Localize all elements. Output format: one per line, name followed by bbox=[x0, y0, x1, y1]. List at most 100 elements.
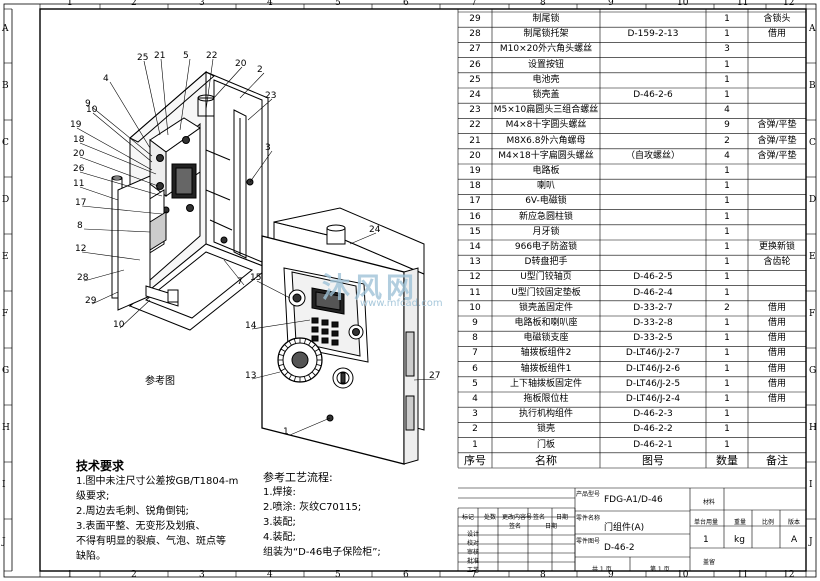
bom-cell-remark bbox=[748, 179, 806, 194]
bom-cell-no: 7 bbox=[472, 348, 478, 359]
bom-cell-no: 8 bbox=[472, 333, 478, 344]
bom-cell-remark bbox=[748, 270, 806, 285]
bom-cell-qty: 4 bbox=[724, 105, 730, 116]
bom-cell-drawing: D-46-2-2 bbox=[633, 424, 673, 435]
bom-cell-qty: 1 bbox=[724, 74, 730, 85]
bom-cell-name: 电路板和喇叭座 bbox=[514, 318, 578, 328]
bom-cell-drawing: D-LT46/J-2-7 bbox=[625, 348, 681, 359]
tb-version-label: 版本 bbox=[788, 519, 801, 526]
tb-left-label: 设计 bbox=[467, 531, 480, 538]
bom-cell-name: 电路板 bbox=[532, 166, 560, 176]
column-label: 3 bbox=[199, 570, 205, 580]
bom-cell-drawing bbox=[600, 58, 706, 73]
bom-cell-no: 5 bbox=[472, 378, 478, 389]
process-item: 4.装配; bbox=[263, 532, 296, 543]
bom-cell-qty: 1 bbox=[724, 257, 730, 268]
row-label: J bbox=[2, 537, 6, 547]
tb-left-label: 批准 bbox=[467, 558, 480, 565]
tech-requirements-title: 技术要求 bbox=[76, 459, 125, 473]
leader-lines bbox=[76, 58, 437, 436]
outer-border bbox=[3, 3, 817, 578]
bom-cell-remark bbox=[748, 407, 806, 422]
bom-cell-drawing bbox=[600, 134, 706, 149]
bom-cell-drawing bbox=[600, 225, 706, 240]
dial-tooth bbox=[311, 344, 316, 349]
leader-line bbox=[413, 378, 437, 381]
tech-item: 缺陷。 bbox=[76, 551, 106, 562]
leader-line bbox=[81, 251, 141, 261]
dial-tooth bbox=[293, 376, 296, 382]
watermark-url: www.mfcad.com bbox=[360, 298, 443, 309]
row-label: B bbox=[2, 81, 9, 91]
row-label: D bbox=[2, 195, 10, 205]
callout-number: 19 bbox=[70, 120, 82, 130]
tb-row-label: 处数 bbox=[484, 514, 497, 521]
bom-cell-qty: 1 bbox=[724, 166, 730, 176]
bom-cell-no: 20 bbox=[469, 150, 481, 161]
bom-cell-qty: 1 bbox=[724, 378, 730, 389]
bom-cell-remark: 借用 bbox=[767, 394, 786, 404]
tb-left-label: 审核 bbox=[467, 549, 480, 556]
column-label: 9 bbox=[608, 0, 614, 8]
leader-line bbox=[239, 72, 265, 99]
bom-cell-remark bbox=[748, 73, 806, 88]
bom-header-no: 序号 bbox=[464, 453, 486, 467]
bom-cell-no: 2 bbox=[472, 424, 478, 435]
bom-grid bbox=[457, 9, 807, 469]
leader-line bbox=[81, 205, 163, 215]
bom-cell-no: 24 bbox=[469, 90, 481, 100]
bom-cell-remark bbox=[748, 286, 806, 301]
bom-cell-drawing bbox=[600, 210, 706, 225]
tb-material-label: 材料 bbox=[703, 499, 716, 506]
leader-line bbox=[143, 60, 161, 136]
tb-left-label: 工艺 bbox=[467, 567, 480, 574]
callout-number: 15 bbox=[250, 273, 261, 283]
bom-cell-no: 23 bbox=[469, 105, 481, 116]
row-label: I bbox=[809, 480, 813, 490]
dial-tooth bbox=[316, 353, 322, 356]
callout-number: 22 bbox=[206, 51, 217, 61]
bom-cell-name: D转盘把手 bbox=[524, 257, 568, 268]
bom-cell-no: 27 bbox=[469, 44, 481, 55]
leader-line bbox=[79, 171, 163, 197]
bom-cell-name: M4×8十字圆头螺丝 bbox=[505, 120, 587, 131]
tb-unit-qty: 1 bbox=[703, 535, 709, 545]
dial-tooth bbox=[288, 374, 292, 380]
column-label: 5 bbox=[335, 570, 341, 580]
tb-remark-label: 盖留 bbox=[703, 559, 716, 566]
tech-requirements: 技术要求 1.图中未注尺寸公差按GB/T1804-m 级要求; 2.周边去毛刺、… bbox=[76, 459, 264, 564]
callout-number: 18 bbox=[73, 135, 85, 145]
process-item: 组装为“D-46电子保险柜”; bbox=[263, 547, 381, 558]
column-label: 1 bbox=[67, 570, 73, 580]
dial-tooth bbox=[314, 368, 320, 372]
process-item: 1.焊接: bbox=[263, 487, 296, 498]
tb-weight-unit: kg bbox=[734, 535, 745, 545]
bom-header-qty: 数量 bbox=[716, 453, 738, 467]
dial-tooth bbox=[293, 338, 296, 344]
bom-cell-no: 25 bbox=[469, 74, 481, 85]
dial-tooth bbox=[280, 368, 286, 372]
bom-cell-qty: 9 bbox=[724, 120, 730, 131]
bom-cell-name: 喇叭 bbox=[536, 181, 555, 192]
bom-cell-no: 16 bbox=[469, 211, 481, 222]
tb-weight-label: 重量 bbox=[734, 519, 747, 526]
tb-scale-label: 比例 bbox=[762, 519, 775, 526]
bom-cell-drawing: D-46-2-1 bbox=[633, 439, 673, 450]
bom-cell-qty: 1 bbox=[724, 242, 730, 252]
column-label: 3 bbox=[199, 0, 205, 8]
bom-cell-qty: 2 bbox=[724, 135, 730, 146]
tb-row-label: 标记 bbox=[462, 514, 475, 521]
bom-cell-no: 6 bbox=[472, 363, 478, 374]
bom-cell-name: 制尾锁 bbox=[532, 14, 560, 24]
leader-line bbox=[91, 106, 153, 157]
dial-tooth bbox=[308, 340, 312, 346]
leader-line bbox=[256, 280, 291, 299]
bom-cell-name: 月牙锁 bbox=[532, 226, 560, 237]
bom-cell-remark: 含弹/平垫 bbox=[757, 150, 797, 161]
tb-part-name-label: 零件名称 bbox=[576, 515, 601, 522]
bom-cell-drawing bbox=[600, 164, 706, 179]
bom-cell-name: 966电子防盗锁 bbox=[514, 242, 578, 252]
tb-row-label: 日期 bbox=[556, 514, 569, 521]
leader-line bbox=[251, 371, 281, 380]
bom-cell-name: 上下轴拨板固定件 bbox=[509, 378, 582, 389]
